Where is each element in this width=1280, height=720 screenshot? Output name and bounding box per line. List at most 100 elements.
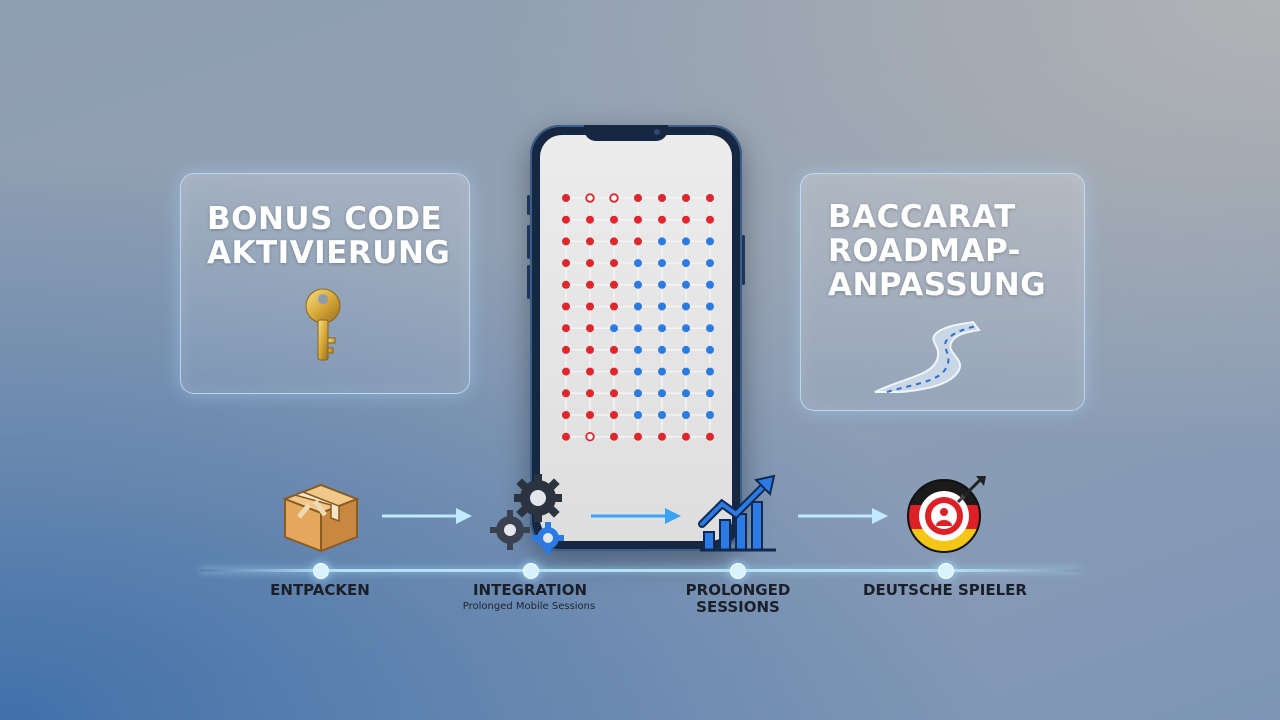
banker-dot [586,237,594,246]
banker-dot [562,280,570,289]
player-dot [706,324,714,333]
timeline-node-integration [523,563,539,579]
banker-dot [586,367,594,376]
banker-dot [609,193,619,203]
camera-icon [654,129,660,135]
timeline-line [200,569,1080,572]
player-dot [634,259,642,268]
step-label-deutsche-spieler: DEUTSCHE SPIELER [863,581,1027,599]
banker-dot [562,237,570,246]
step-label-prolonged-sessions: PROLONGED SESSIONS [685,581,791,616]
player-dot [658,237,666,246]
banker-dot [586,324,594,333]
player-dot [682,345,690,354]
player-dot [682,411,690,419]
player-dot [682,259,690,268]
player-dot [706,237,714,246]
phone-notch [584,125,668,141]
timeline-node-entpacken [313,563,329,579]
banker-dot [562,259,570,268]
step-label-integration: INTEGRATION [472,581,588,599]
banker-dot [682,215,690,224]
player-dot [658,367,666,376]
player-dot [706,280,714,289]
banker-dot [634,215,642,224]
roadmap-grid-lines [565,197,711,438]
player-dot [706,345,714,354]
player-dot [634,367,642,376]
player-dot [658,345,666,354]
roadmap-title: BACCARAT ROADMAP-ANPASSUNG [828,199,1047,303]
phone-screen [540,135,732,541]
banker-dot [585,432,595,442]
player-dot [634,280,642,289]
player-dot [634,302,642,311]
banker-dot [562,367,570,376]
banker-dot [610,367,618,376]
player-dot [658,411,666,419]
banker-dot [586,259,594,268]
phone-power-button [742,235,745,285]
player-dot [658,389,666,398]
phone-mockup [527,125,745,551]
banker-dot [658,194,666,202]
player-dot [634,345,642,354]
player-dot [706,259,714,268]
banker-dot [610,215,618,224]
key-icon [299,286,349,370]
banker-dot [682,194,690,202]
gears-icon [488,472,568,560]
banker-dot [634,432,642,441]
arrow-right-icon [591,508,681,524]
banker-dot [658,215,666,224]
player-dot [634,411,642,419]
player-dot [706,302,714,311]
player-dot [682,324,690,333]
banker-dot [562,194,570,202]
player-dot [706,367,714,376]
player-dot [682,280,690,289]
banker-dot [706,432,714,441]
package-box-icon [281,481,361,559]
arrow-right-icon [798,508,888,524]
banker-dot [706,194,714,202]
banker-dot [586,345,594,354]
banker-dot [562,302,570,311]
bonus-code-title: BONUS CODE AKTIVIERUNG [207,201,451,271]
banker-dot [562,324,570,333]
banker-dot [562,345,570,354]
banker-dot [610,345,618,354]
banker-dot [586,280,594,289]
banker-dot [562,432,570,441]
roadmap-card: BACCARAT ROADMAP-ANPASSUNG [800,173,1085,411]
phone-side-button [527,195,530,215]
banker-dot [562,215,570,224]
player-dot [658,324,666,333]
banker-dot [562,411,570,419]
player-dot [706,389,714,398]
phone-volume-up-button [527,225,530,259]
player-dot [634,389,642,398]
step-sublabel-integration: Prolonged Mobile Sessions [462,601,596,612]
player-dot [658,259,666,268]
player-dot [658,302,666,311]
timeline-node-prolonged-sessions [730,563,746,579]
player-dot [610,324,618,333]
banker-dot [658,432,666,441]
banker-dot [610,411,618,419]
target-player-icon [906,474,988,560]
player-dot [682,302,690,311]
banker-dot [682,432,690,441]
banker-dot [634,237,642,246]
banker-dot [610,389,618,398]
growth-chart-icon [698,474,780,558]
banker-dot [610,259,618,268]
player-dot [706,411,714,419]
player-dot [634,324,642,333]
banker-dot [610,237,618,246]
step-label-entpacken: ENTPACKEN [270,581,370,599]
banker-dot [585,193,595,203]
banker-dot [586,215,594,224]
bonus-code-card: BONUS CODE AKTIVIERUNG [180,173,470,394]
banker-dot [610,280,618,289]
